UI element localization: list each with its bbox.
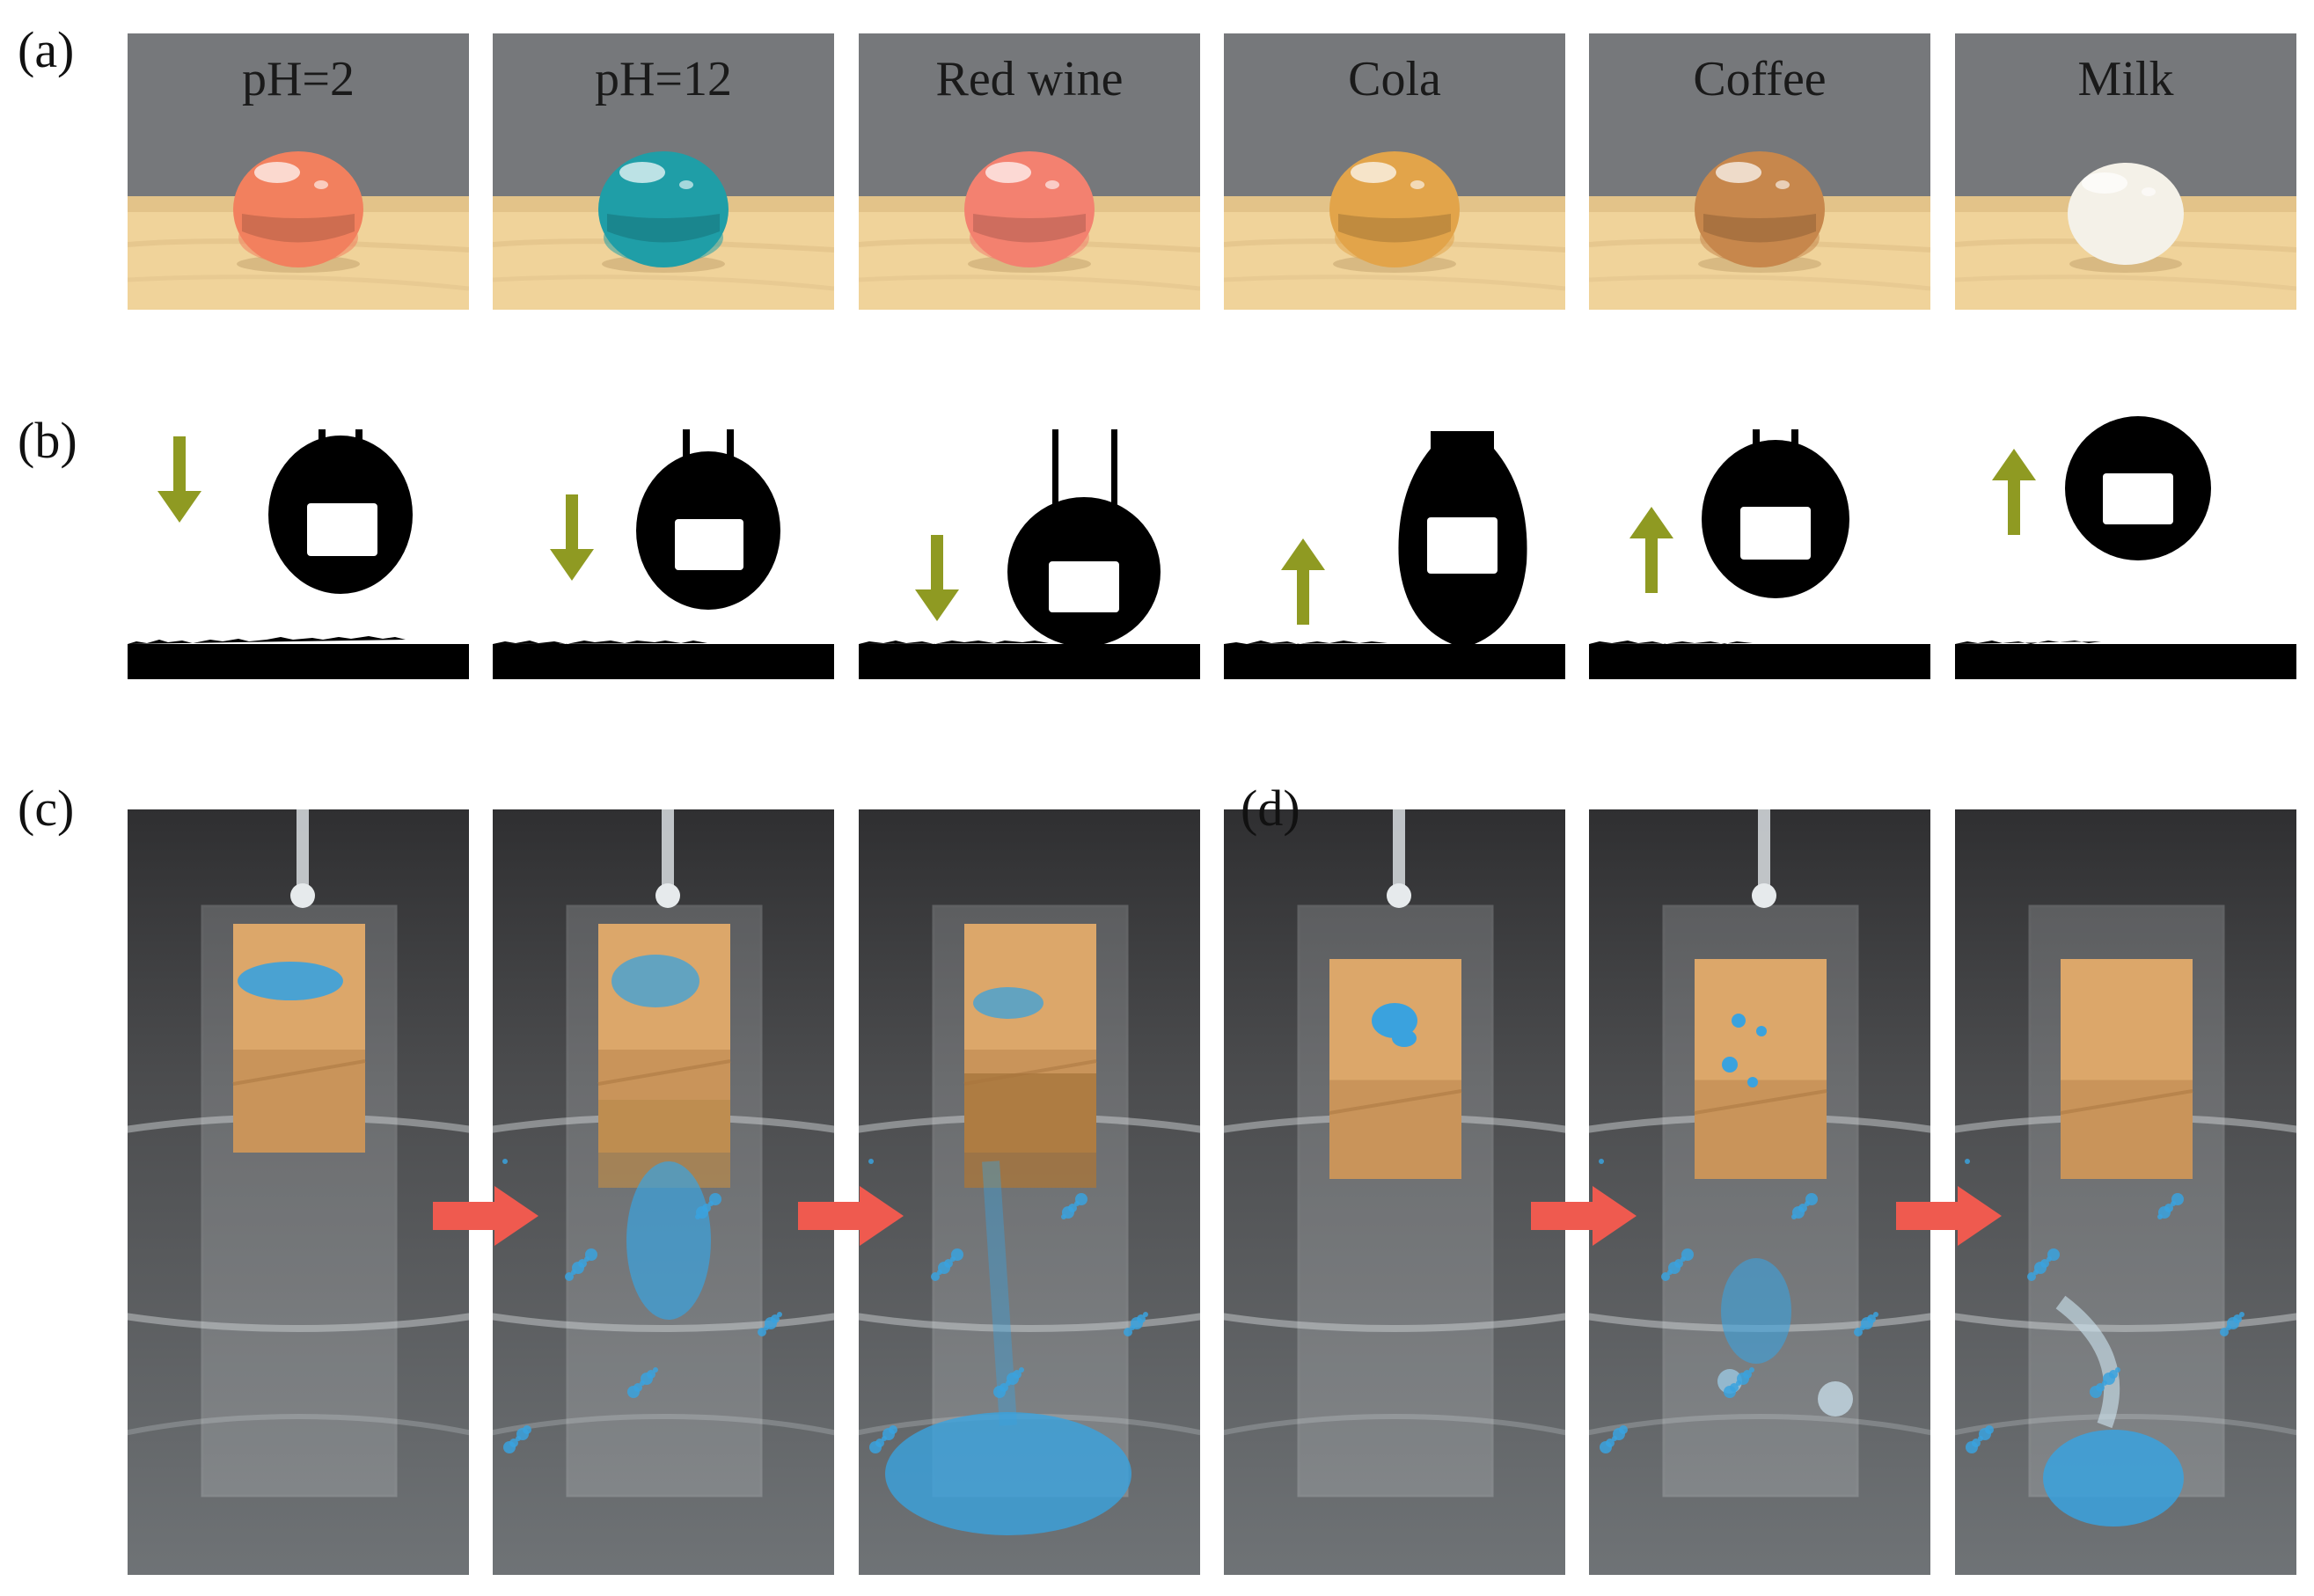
sliding-photo-1 [128,809,469,1575]
droplet-photo-4: Cola [1224,33,1565,310]
bounce-silhouette-row [0,414,2314,695]
droplet-label: Milk [2077,52,2174,106]
arrow-down-icon [915,535,959,621]
droplet-photo-1: pH=2 [128,33,469,310]
droplet-silhouette-3 [1007,429,1161,647]
arrow-up-icon [1629,507,1673,593]
arrow-down-icon [550,494,594,581]
bounce-silhouette-svg [128,416,2296,679]
sliding-photo-2 [493,809,834,1575]
panel-label-a: (a) [18,21,75,78]
droplet-silhouette-1 [268,429,413,594]
panel-label-c: (c) [18,780,75,837]
arrow-right-icon [1531,1186,1637,1246]
arrow-right-icon [798,1186,904,1246]
panel-label-b: (b) [18,412,77,469]
droplet-silhouette-6 [2065,416,2211,560]
droplet-photo-6: Milk [1955,33,2296,310]
substrate-strip-1 [128,644,469,679]
droplet-label: Coffee [1693,52,1827,106]
substrate-strip-4 [1224,644,1565,679]
arrow-right-icon [433,1186,538,1246]
arrow-up-icon [1992,449,2036,535]
droplet-label: pH=12 [594,52,733,106]
arrow-down-icon [157,436,201,523]
sliding-photo-5 [1589,809,1930,1575]
sliding-photo-3 [859,809,1200,1575]
droplet-label: Red wine [935,52,1124,106]
substrate-strip-2 [493,644,834,679]
arrow-up-icon [1281,538,1325,625]
droplet-label: Cola [1348,52,1441,106]
droplet-silhouette-4 [1398,431,1527,644]
substrate-strip-3 [859,644,1200,679]
droplet-photo-2: pH=12 [493,33,834,310]
panel-label-d: (d) [1241,780,1300,837]
sliding-photo-6 [1955,809,2296,1575]
arrow-right-icon [1896,1186,2002,1246]
substrate-strip-6 [1955,644,2296,679]
droplet-silhouette-2 [636,429,780,610]
droplet-silhouette-5 [1702,429,1849,598]
sliding-photo-4 [1224,809,1565,1575]
substrate-strip-5 [1589,644,1930,679]
droplet-photo-3: Red wine [859,33,1200,310]
droplet-photo-5: Coffee [1589,33,1930,310]
droplet-label: pH=2 [241,52,355,106]
